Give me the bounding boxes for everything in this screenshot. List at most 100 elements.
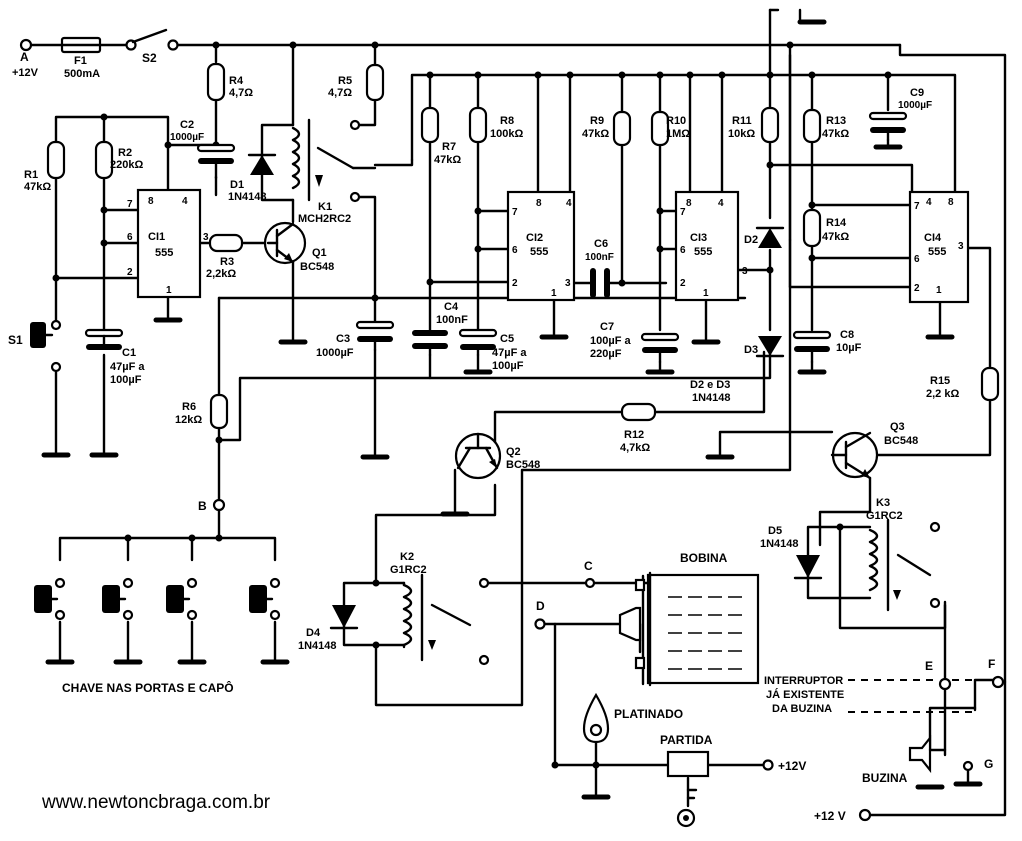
- bobina-label: BOBINA: [680, 551, 728, 565]
- relay-k3: [838, 518, 932, 612]
- r1-value: 47kΩ: [24, 181, 51, 193]
- r14-name: R14: [826, 217, 847, 229]
- ci1-name: CI1: [148, 231, 165, 243]
- ci4-type: 555: [928, 246, 946, 258]
- r6-value: 12kΩ: [175, 414, 202, 426]
- c5-v1: 47µF a: [492, 347, 527, 359]
- r15-value: 2,2 kΩ: [926, 388, 959, 400]
- c1-name: C1: [122, 347, 136, 359]
- ci2-pin6: 6: [512, 245, 518, 256]
- k2-type: G1RC2: [390, 564, 427, 576]
- q3-transistor: [830, 431, 879, 480]
- ignition-key-switch: [666, 750, 710, 828]
- ci3-type: 555: [694, 246, 712, 258]
- r13-name: R13: [826, 115, 846, 127]
- r15-name: R15: [930, 375, 950, 387]
- c4-value: 100nF: [436, 314, 468, 326]
- horn: [908, 734, 947, 774]
- ci2-pin8: 8: [536, 198, 542, 209]
- d5-type: 1N4148: [760, 538, 799, 550]
- node-b-label: B: [198, 499, 207, 513]
- buzina-label: BUZINA: [862, 771, 908, 785]
- ci3-pin2: 2: [680, 278, 686, 289]
- ci4-pin4: 4: [926, 197, 932, 208]
- ci1-555: [136, 188, 202, 299]
- r2-name: R2: [118, 147, 132, 159]
- r6-name: R6: [182, 401, 196, 413]
- ci4-name: CI4: [924, 232, 942, 244]
- switch-s2: [131, 28, 168, 44]
- node-c-label: C: [584, 559, 593, 573]
- door-switches-caption: CHAVE NAS PORTAS E CAPÔ: [62, 680, 234, 695]
- c7-v1: 100µF a: [590, 335, 631, 347]
- q1-name: Q1: [312, 247, 327, 259]
- fuse-f1: [60, 36, 102, 54]
- d23-type: 1N4148: [692, 392, 731, 404]
- ci3-pin1: 1: [703, 288, 709, 299]
- ci3-pin6: 6: [680, 245, 686, 256]
- k1-type: MCH2RC2: [298, 213, 351, 225]
- c6-name: C6: [594, 238, 608, 250]
- ci2-pin2: 2: [512, 278, 518, 289]
- r7-name: R7: [442, 141, 456, 153]
- q3-type: BC548: [884, 435, 918, 447]
- d1-name: D1: [230, 179, 244, 191]
- ci3-pin3: 3: [742, 266, 748, 277]
- k1-name: K1: [318, 201, 332, 213]
- k3-type: G1RC2: [866, 510, 903, 522]
- d4-name: D4: [306, 627, 321, 639]
- terminals: [19, 38, 1005, 822]
- d1-type: 1N4148: [228, 191, 267, 203]
- q2-type: BC548: [506, 459, 540, 471]
- r8-name: R8: [500, 115, 514, 127]
- door-switches: [34, 585, 274, 613]
- node-a-label: A: [20, 50, 29, 64]
- ci1-pin2: 2: [127, 267, 133, 278]
- ci1-pin3: 3: [203, 232, 209, 243]
- ci4-pin1: 1: [936, 285, 942, 296]
- partida-label: PARTIDA: [660, 733, 713, 747]
- platinado-label: PLATINADO: [614, 707, 683, 721]
- ci1-pin7: 7: [127, 199, 133, 210]
- q2-transistor: [454, 432, 502, 480]
- r11-name: R11: [732, 115, 752, 127]
- ci1-type: 555: [155, 247, 173, 259]
- r5-name: R5: [338, 75, 352, 87]
- f1-name: F1: [74, 55, 87, 67]
- horn-switch-dashed: [848, 679, 995, 713]
- interruptor-line1: INTERRUPTOR: [764, 675, 843, 687]
- supply-label: +12V: [12, 67, 39, 79]
- node-g-label: G: [984, 757, 993, 771]
- ci1-pin1: 1: [166, 285, 172, 296]
- c7-v2: 220µF: [590, 348, 622, 360]
- r8-value: 100kΩ: [490, 128, 523, 140]
- f1-value: 500mA: [64, 68, 100, 80]
- d3-name: D3: [744, 344, 758, 356]
- r3-value: 2,2kΩ: [206, 268, 236, 280]
- ci2-pin1: 1: [551, 288, 557, 299]
- bottom-supply: +12 V: [814, 809, 846, 823]
- node-e-label: E: [925, 659, 933, 673]
- c2-value: 1000µF: [170, 132, 204, 143]
- r1-name: R1: [24, 169, 38, 181]
- d4-type: 1N4148: [298, 640, 337, 652]
- relay-k1: [291, 118, 377, 202]
- c8-name: C8: [840, 329, 854, 341]
- interruptor-line3: DA BUZINA: [772, 703, 832, 715]
- ci2-type: 555: [530, 246, 548, 258]
- ci2-pin7: 7: [512, 207, 518, 218]
- ci2-name: CI2: [526, 232, 543, 244]
- ci4-pin8: 8: [948, 197, 954, 208]
- r5-value: 4,7Ω: [328, 87, 352, 99]
- r7-value: 47kΩ: [434, 154, 461, 166]
- d5-name: D5: [768, 525, 782, 537]
- r4-name: R4: [229, 75, 244, 87]
- relay-k2: [374, 573, 472, 662]
- c6-value: 100nF: [585, 252, 614, 263]
- switch-s1: [30, 322, 54, 348]
- labels: A +12V F1 500mA S2 S1 R4 4,7Ω R5 4,7Ω R1…: [8, 50, 995, 823]
- c4-name: C4: [444, 301, 459, 313]
- breaker-points: [583, 692, 609, 744]
- r11-value: 10kΩ: [728, 128, 755, 140]
